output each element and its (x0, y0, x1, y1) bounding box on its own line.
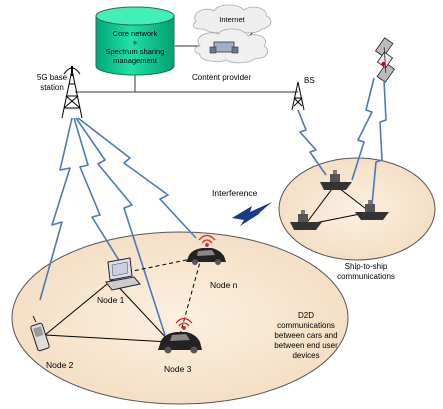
core-label-2: + (133, 38, 138, 47)
ship-area (278, 157, 436, 261)
ship-icon (290, 210, 322, 230)
internet-cloud: Internet (192, 4, 272, 34)
base-station-label-2: station (40, 83, 64, 92)
core-label-1: Core network (113, 29, 158, 38)
car-icon (186, 248, 226, 265)
node-2-label: Node 2 (46, 360, 74, 370)
core-network-cylinder: Core network + Spectrum sharing manageme… (95, 6, 175, 76)
base-station-tower-icon (61, 66, 83, 119)
d2d-label-3: between cars and (274, 331, 337, 340)
d2d-label-2: communications (277, 321, 335, 330)
node-1-label: Node 1 (97, 295, 125, 305)
node-n-label: Node n (210, 280, 238, 290)
laptop-icon (105, 257, 141, 291)
phone-icon (30, 315, 50, 352)
signal-icon (198, 234, 216, 247)
d2d-label-1: D2D (298, 311, 314, 320)
base-station-label-1: 5G base (37, 73, 68, 82)
d2d-links (44, 257, 201, 343)
content-provider-cloud (194, 28, 269, 64)
ship-icon (355, 200, 389, 220)
content-provider-label: Content provider (192, 73, 251, 82)
ship-label-2: communications (337, 272, 395, 281)
node-3-label: Node 3 (164, 364, 192, 374)
bs-tower-icon (291, 81, 305, 111)
d2d-label-4: between end user (274, 341, 338, 350)
wireless-links (39, 77, 387, 336)
d2d-label-5: devices (292, 351, 319, 360)
d2d-area (11, 231, 349, 405)
server-icon (209, 41, 239, 54)
bs-label: BS (304, 76, 315, 85)
core-label-4: management (113, 56, 158, 65)
core-label-3: Spectrum sharing (106, 47, 165, 56)
ship-icon (320, 170, 352, 190)
signal-icon (175, 317, 193, 330)
interference-icon (232, 202, 272, 226)
ship-label-1: Ship-to-ship (345, 262, 388, 271)
car-icon (158, 332, 202, 354)
internet-label: Internet (219, 15, 245, 24)
interference-label: Interference (212, 188, 258, 198)
satellite-icon (374, 37, 396, 83)
